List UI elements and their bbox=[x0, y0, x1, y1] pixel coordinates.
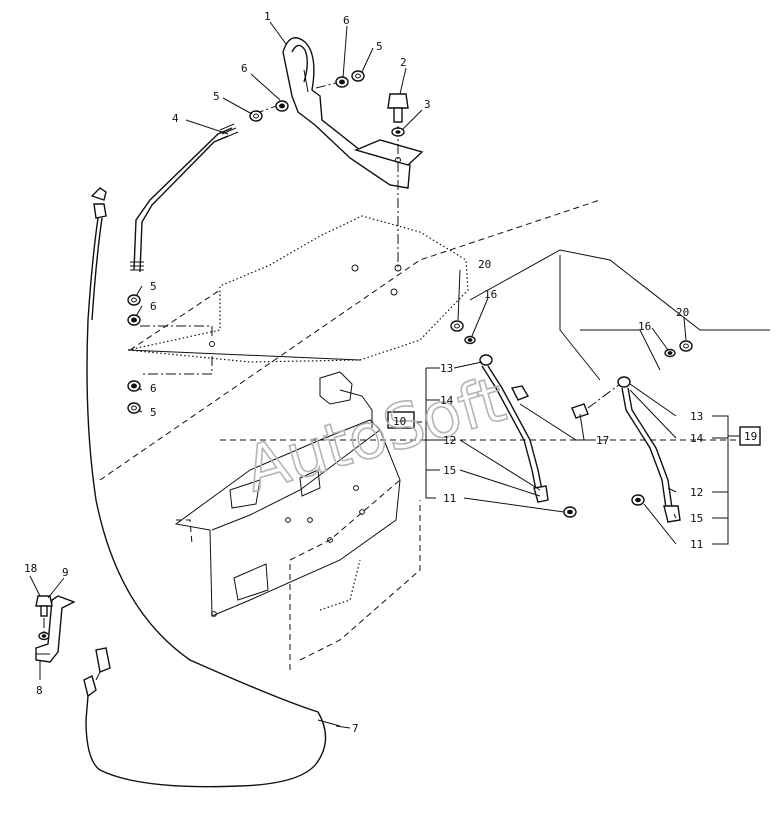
right-strap bbox=[617, 376, 681, 523]
callout-13-right: 13 bbox=[690, 410, 703, 423]
nut-20-middle bbox=[450, 320, 464, 332]
callout-6-rod-upper: 6 bbox=[150, 300, 157, 313]
callout-2: 2 bbox=[400, 56, 407, 69]
washer-16-right bbox=[664, 348, 676, 358]
callout-14-middle: 14 bbox=[440, 394, 454, 407]
callout-16-right: 16 bbox=[638, 320, 651, 333]
part-4-rod bbox=[130, 123, 239, 273]
frame-outline bbox=[99, 199, 770, 670]
mount-plate bbox=[174, 371, 401, 617]
callout-5-top: 5 bbox=[376, 40, 383, 53]
part-7-cable bbox=[83, 187, 341, 788]
rod-axis-lower bbox=[140, 356, 213, 375]
callout-box-19 bbox=[739, 426, 761, 446]
callout-20-middle: 20 bbox=[478, 258, 491, 271]
callout-13-middle: 13 bbox=[440, 362, 453, 375]
rod-axis-upper bbox=[140, 325, 213, 336]
part-1-bracket bbox=[282, 37, 424, 189]
part-3-washer bbox=[391, 127, 405, 137]
callout-6-top: 6 bbox=[343, 14, 350, 27]
nut-5-left bbox=[249, 110, 263, 122]
callout-6-left: 6 bbox=[241, 62, 248, 75]
watermark-text: AutoSoft bbox=[237, 363, 513, 507]
callout-11-right: 11 bbox=[690, 538, 703, 551]
callout-12-middle: 12 bbox=[443, 434, 456, 447]
washer-6-left bbox=[275, 100, 289, 112]
callout-5-rod-lower: 5 bbox=[150, 406, 157, 419]
callout-12-right: 12 bbox=[690, 486, 703, 499]
part-2-bolt bbox=[387, 93, 409, 123]
nut-5-rod-lower bbox=[127, 402, 141, 414]
callout-labels: 1 2 3 4 5 5 5 5 6 6 6 6 7 8 9 10 11 11 1… bbox=[24, 10, 757, 735]
washer-18 bbox=[38, 631, 50, 641]
seat-plate bbox=[127, 215, 469, 363]
washer-6-rod-lower bbox=[127, 380, 141, 392]
washer-16-middle bbox=[464, 335, 476, 345]
callout-10: 10 bbox=[393, 415, 406, 428]
middle-strap bbox=[479, 354, 577, 518]
callout-14-right: 14 bbox=[690, 432, 704, 445]
part-10-connector bbox=[387, 411, 415, 429]
callout-20-right: 20 bbox=[676, 306, 689, 319]
callout-15-right: 15 bbox=[690, 512, 703, 525]
washer-6-rod-upper bbox=[127, 314, 141, 326]
callout-5-rod-upper: 5 bbox=[150, 280, 157, 293]
washer-6-top bbox=[335, 76, 349, 88]
callout-7: 7 bbox=[352, 722, 359, 735]
leader-lines bbox=[29, 21, 740, 729]
callout-16-middle: 16 bbox=[484, 288, 497, 301]
callout-9: 9 bbox=[62, 566, 69, 579]
callout-19: 19 bbox=[744, 430, 757, 443]
part-17-bolts bbox=[510, 383, 621, 419]
callout-5-left: 5 bbox=[213, 90, 220, 103]
callout-8: 8 bbox=[36, 684, 43, 697]
nut-5-rod-upper bbox=[127, 294, 141, 306]
callout-3: 3 bbox=[424, 98, 431, 111]
callout-11-middle: 11 bbox=[443, 492, 456, 505]
callout-6-rod-lower: 6 bbox=[150, 382, 157, 395]
callout-15-middle: 15 bbox=[443, 464, 456, 477]
nut-5-top bbox=[351, 70, 365, 82]
part-9-bolt bbox=[35, 595, 53, 617]
callout-17: 17 bbox=[596, 434, 609, 447]
callout-18: 18 bbox=[24, 562, 37, 575]
callout-1: 1 bbox=[264, 10, 271, 23]
callout-4: 4 bbox=[172, 112, 179, 125]
part-8-bracket bbox=[35, 595, 76, 663]
nut-20-right bbox=[679, 340, 693, 352]
